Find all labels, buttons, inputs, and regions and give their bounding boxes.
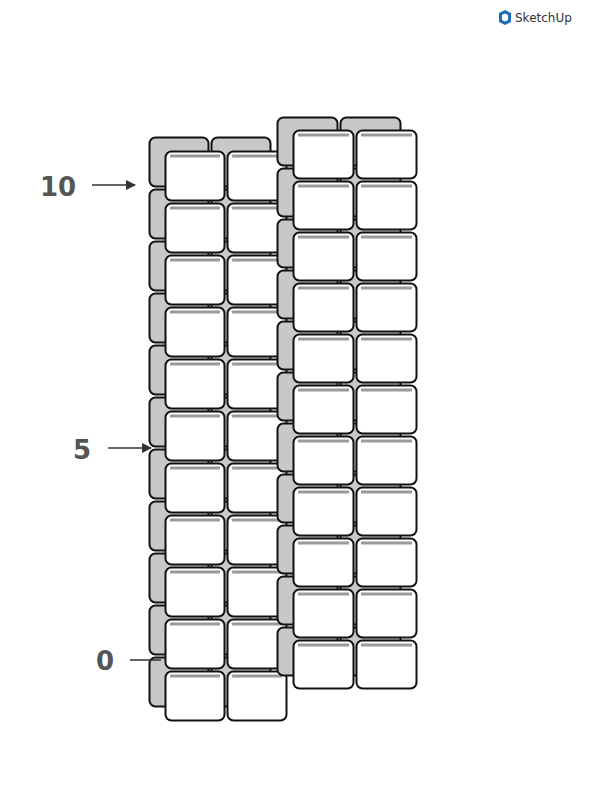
level-number: 0 [96, 648, 114, 674]
leader-arrow [108, 447, 151, 449]
level-number: 5 [73, 437, 91, 463]
leader-line [130, 659, 161, 661]
level-number: 10 [40, 174, 76, 200]
logo-icon [499, 10, 511, 25]
front-cube-row [292, 129, 418, 690]
front-cube-row [164, 150, 288, 722]
watermark: SketchUp [515, 12, 572, 24]
leader-arrow [92, 184, 135, 186]
